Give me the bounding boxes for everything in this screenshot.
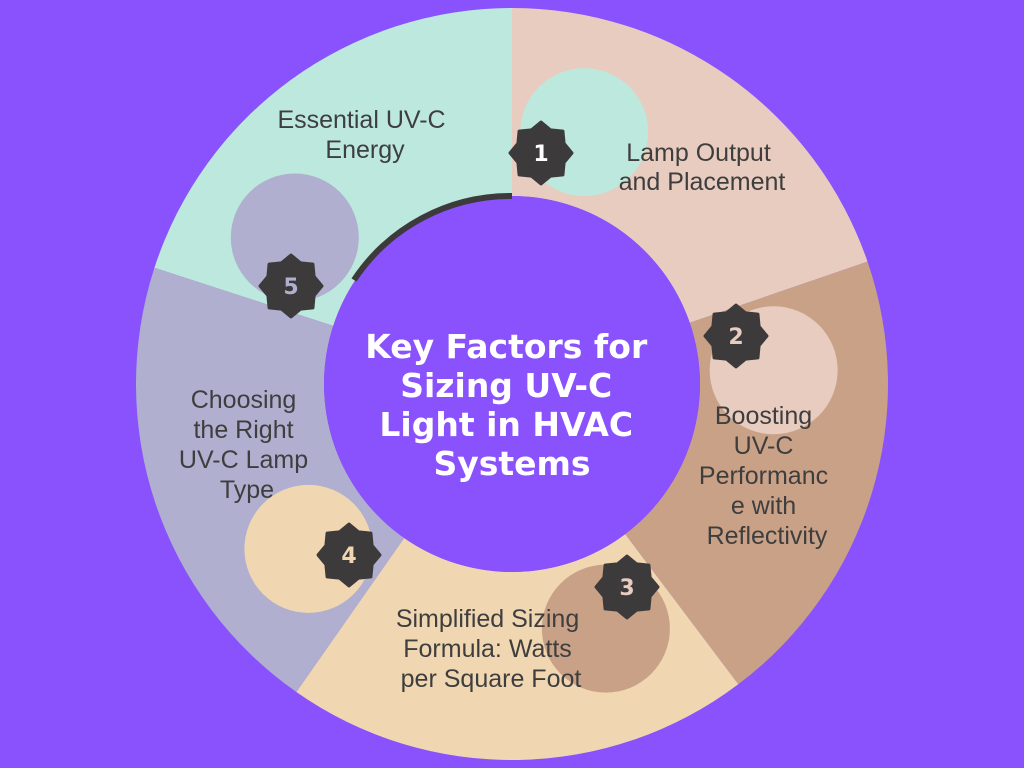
badge-1: 1: [508, 120, 574, 186]
segment-4-label: Simplified Sizing Formula: Watts per Squ…: [396, 605, 586, 693]
badge-2-shape: [703, 303, 769, 369]
center-title: Key Factors for Sizing UV-C Light in HVA…: [365, 327, 658, 483]
segment-4-label-line: Formula: Watts: [403, 635, 572, 663]
segment-4-label-line: Simplified Sizing: [396, 605, 579, 633]
segment-5-label-line: UV-C Lamp: [179, 446, 308, 474]
badge-1-number: 1: [533, 142, 548, 167]
segment-2-label: Lamp Output and Placement: [619, 139, 786, 196]
segment-1-label: Essential UV-C Energy: [277, 106, 452, 164]
segment-4-label-line: per Square Foot: [401, 665, 582, 693]
center-title-line: Light in HVAC: [379, 405, 633, 444]
segment-3-label: Boosting UV-C Performanc e with Reflecti…: [699, 402, 835, 550]
segment-1-label-line: Essential UV-C: [277, 106, 445, 134]
segment-3-label-line: Boosting: [715, 402, 812, 430]
segment-1-label-line: Energy: [325, 136, 405, 164]
badge-3: 3: [594, 554, 660, 620]
badges: 1 2 3 4 5: [258, 120, 769, 620]
segment-5-label-line: the Right: [193, 416, 293, 444]
segment-3-label-line: UV-C: [734, 432, 794, 460]
badge-5-number: 5: [283, 275, 298, 300]
segment-labels: Essential UV-C Energy Lamp Output and Pl…: [179, 106, 835, 693]
center-circle: [324, 196, 700, 572]
inner-shadow-arc: [351, 192, 513, 282]
segment-3-label-line: Reflectivity: [707, 522, 828, 550]
badge-5-shape: [258, 253, 324, 319]
badge-4-number: 4: [341, 544, 356, 569]
center-title-line: Systems: [433, 444, 590, 483]
segment-5-label-line: Choosing: [191, 386, 297, 414]
segment-3-label-line: Performanc: [699, 462, 828, 490]
badge-4: 4: [316, 522, 382, 588]
segment-5-tab: [230, 173, 359, 302]
center-title-line: Sizing UV-C: [400, 366, 612, 405]
badge-3-shape: [594, 554, 660, 620]
badge-2: 2: [703, 303, 769, 369]
segment-3-label-line: e with: [731, 492, 796, 520]
center-title-line: Key Factors for: [365, 327, 648, 366]
badge-1-shape: [508, 120, 574, 186]
segment-4-tab: [244, 484, 373, 613]
badge-5: 5: [258, 253, 324, 319]
badge-2-number: 2: [728, 325, 743, 350]
segment-5-label-line: Type: [220, 476, 274, 504]
segment-2-label-line: Lamp Output: [626, 139, 771, 167]
badge-3-number: 3: [619, 576, 634, 601]
badge-4-shape: [316, 522, 382, 588]
segment-5-label: Choosing the Right UV-C Lamp Type: [179, 386, 315, 504]
segment-2-label-line: and Placement: [619, 168, 786, 196]
